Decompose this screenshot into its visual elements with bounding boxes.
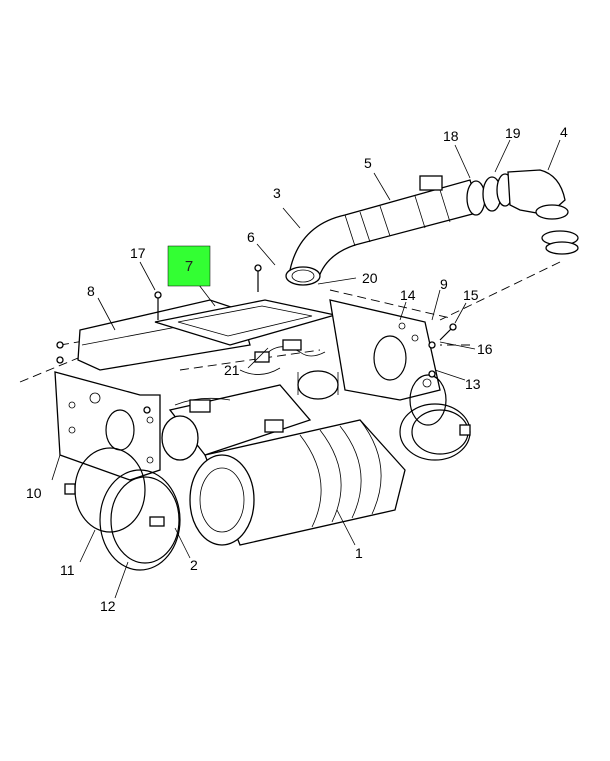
callout-7[interactable]: 7 [185, 258, 193, 275]
front-clamp-rings [64, 447, 181, 571]
right-mounting-bracket [329, 299, 447, 426]
callout-6: 6 [247, 229, 255, 245]
highlighted-part-callout[interactable]: 7 [167, 245, 211, 287]
callout-15: 15 [463, 287, 479, 303]
callout-4: 4 [560, 124, 568, 140]
callout-21: 21 [224, 362, 240, 378]
exhaust-tube-assembly [285, 169, 579, 286]
callout-14: 14 [400, 287, 416, 303]
callout-1: 1 [355, 545, 363, 561]
callout-2: 2 [190, 557, 198, 573]
callout-16: 16 [477, 341, 493, 357]
callout-8: 8 [87, 283, 95, 299]
callout-3: 3 [273, 185, 281, 201]
right-clamp-ring [399, 403, 471, 461]
callout-18: 18 [443, 128, 459, 144]
callout-17: 17 [130, 245, 146, 261]
callout-13: 13 [465, 376, 481, 392]
callout-19: 19 [505, 125, 521, 141]
left-mounting-bracket [54, 371, 161, 481]
callout-5: 5 [364, 155, 372, 171]
aftertreatment-canister [189, 419, 406, 546]
leader-lines [51, 139, 561, 599]
callout-10: 10 [26, 485, 42, 501]
callout-9: 9 [440, 276, 448, 292]
callout-20: 20 [362, 270, 378, 286]
callout-11: 11 [60, 562, 75, 578]
fasteners [56, 264, 457, 414]
wiring-harness [174, 339, 326, 433]
highlight-box[interactable] [167, 245, 211, 287]
callout-12: 12 [100, 598, 116, 614]
callout-labels: 1 2 3 4 5 6 8 9 10 11 12 13 14 15 16 17 … [26, 124, 568, 614]
